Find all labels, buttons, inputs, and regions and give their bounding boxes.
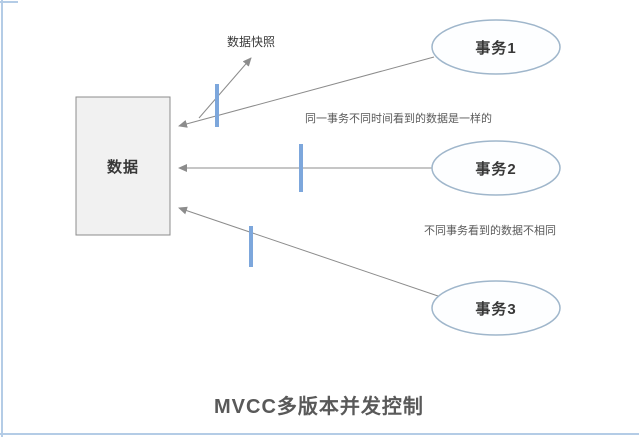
diagram-title: MVCC多版本并发控制 [214,396,424,418]
transaction1-label: 事务1 [475,40,517,57]
transaction2-ellipse [431,140,561,196]
data-box [75,96,171,236]
annotation-same-transaction: 同一事务不同时间看到的数据是一样的 [305,113,492,125]
transaction1-ellipse [431,19,561,75]
transaction3-label: 事务3 [475,301,517,318]
arrow-transaction1-to-data [178,56,435,128]
data-box-label: 数据 [106,158,139,176]
frame-top-border-stub [0,1,18,3]
snapshot-label: 数据快照 [227,35,276,49]
arrow-to-snapshot-label [198,57,252,119]
frame-bottom-border [0,433,639,435]
transaction2-label: 事务2 [475,161,517,178]
annotation-different-transaction: 不同事务看到的数据不相同 [424,225,556,237]
frame-left-border [1,0,3,437]
transaction3-ellipse [431,280,561,336]
arrow-transaction3-to-data [178,206,439,297]
